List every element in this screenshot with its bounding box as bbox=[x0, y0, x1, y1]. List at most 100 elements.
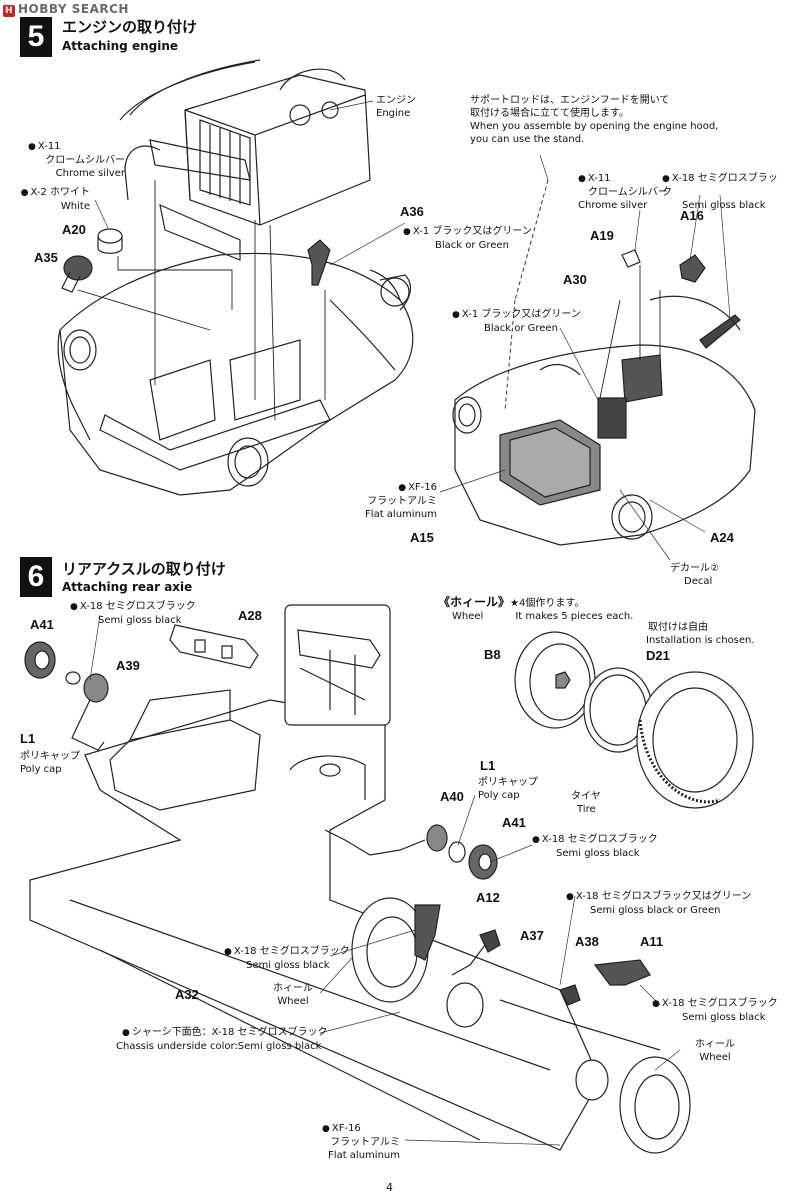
paint-code: X-1 bbox=[412, 226, 430, 237]
wheel-section-qty-en: It makes 5 pieces each. bbox=[515, 611, 634, 622]
part-label-d21: D21 bbox=[646, 648, 670, 663]
bullet-icon: ● bbox=[652, 999, 660, 1009]
part-label-a37: A37 bbox=[520, 928, 544, 943]
axle-right-drawing bbox=[325, 825, 497, 879]
part-a39-drawing bbox=[72, 674, 108, 750]
part-a19-drawing bbox=[622, 250, 640, 267]
paint-x18-label-b: ●X-18 セミグロスブラック Semi gloss black bbox=[532, 833, 658, 860]
bullet-icon: ● bbox=[452, 310, 460, 320]
installation-jp: 取付けは自由 bbox=[648, 622, 708, 633]
detail-inset-drawing bbox=[285, 605, 390, 725]
paint-code: XF-16 bbox=[331, 1123, 361, 1134]
support-rod-dashed bbox=[505, 180, 548, 410]
paint-code: X-18 bbox=[79, 601, 103, 612]
paint-jp: セミグロスブラック bbox=[259, 946, 350, 957]
part-label-b8: B8 bbox=[484, 647, 501, 662]
chassis-jp: シャーシ下面色：X-18 セミグロスブラック bbox=[131, 1027, 328, 1038]
bullet-icon: ● bbox=[532, 835, 540, 845]
paint-jp: セミグロスブラック又はグリーン bbox=[601, 891, 752, 902]
part-label-a40: A40 bbox=[440, 789, 464, 804]
engine-label-jp: エンジン bbox=[376, 95, 416, 106]
part-label-a41-right: A41 bbox=[502, 815, 526, 830]
decal-jp: デカール② bbox=[670, 563, 719, 574]
paint-code: X-11 bbox=[37, 141, 61, 152]
bullet-icon: ● bbox=[398, 483, 407, 493]
watermark-logo-icon: H bbox=[3, 5, 15, 17]
part-a36-drawing bbox=[308, 240, 330, 285]
tire-label: タイヤ Tire bbox=[571, 790, 601, 816]
wheel-en: Wheel bbox=[277, 996, 309, 1007]
paint-xf16-label-step6: ●XF-16 フラットアルミ Flat aluminum bbox=[310, 1122, 400, 1162]
paint-en: Semi gloss black bbox=[682, 200, 766, 211]
paint-code: X-18 bbox=[671, 173, 695, 184]
paint-code: X-18 bbox=[541, 834, 565, 845]
paint-x1-label-a: ●X-1 ブラック又はグリーン Black or Green bbox=[403, 225, 532, 252]
bullet-icon: ● bbox=[20, 188, 29, 198]
paint-en: Semi gloss black bbox=[556, 848, 640, 859]
part-label-a41: A41 bbox=[30, 617, 54, 632]
paint-jp: セミグロスブラック bbox=[567, 834, 658, 845]
lower-wheels-drawing bbox=[352, 898, 690, 1153]
chassis-underside-note: ●シャーシ下面色：X-18 セミグロスブラック Chassis undersid… bbox=[116, 1026, 328, 1053]
support-note-en-2: you can use the stand. bbox=[470, 134, 585, 145]
paint-jp: フラットアルミ bbox=[330, 1137, 400, 1148]
car-body-left-drawing bbox=[58, 253, 413, 495]
polycap-jp: ポリキャップ bbox=[478, 777, 538, 788]
part-label-a28: A28 bbox=[238, 608, 262, 623]
part-label-l1: L1 bbox=[20, 731, 36, 746]
polycap-en: Poly cap bbox=[20, 764, 62, 775]
paint-jp: クロームシルバー bbox=[588, 187, 668, 198]
paint-en: Black or Green bbox=[435, 240, 509, 251]
step-6-number: 6 bbox=[20, 557, 52, 597]
support-note-jp-1: サポートロッドは、エンジンフードを開いて bbox=[470, 95, 670, 106]
wheel-jp: ホィール bbox=[273, 983, 313, 994]
bullet-icon: ● bbox=[28, 142, 36, 152]
part-label-a12: A12 bbox=[476, 890, 500, 905]
paint-code: XF-16 bbox=[408, 482, 437, 493]
step-6-title-jp: リアアクスルの取り付け bbox=[62, 560, 226, 578]
wheel-label-right: ホィール Wheel bbox=[690, 1038, 740, 1064]
leader-lines bbox=[90, 101, 730, 1145]
paint-en: Black or Green bbox=[484, 323, 558, 334]
step-5-title-jp: エンジンの取り付け bbox=[62, 18, 198, 36]
watermark-text: HOBBY SEARCH bbox=[18, 2, 129, 16]
bullet-icon: ● bbox=[224, 947, 232, 957]
polycap-label-left: ポリキャップ Poly cap bbox=[20, 750, 80, 776]
bullet-icon: ● bbox=[322, 1124, 330, 1134]
engine-label: エンジン Engine bbox=[376, 94, 416, 120]
part-a20-drawing bbox=[98, 229, 122, 253]
polycap-label-right: ポリキャップ Poly cap bbox=[478, 776, 538, 802]
decal-label: デカール② Decal bbox=[670, 562, 719, 588]
part-label-l1-right: L1 bbox=[480, 758, 496, 773]
paint-jp: セミグロスブラック bbox=[105, 601, 196, 612]
paint-x18-label-c: ●X-18 セミグロスブラック又はグリーン Semi gloss black o… bbox=[566, 890, 751, 917]
paint-x2-label: ●X-2 ホワイト White bbox=[20, 186, 90, 213]
support-note-en-1: When you assemble by opening the engine … bbox=[470, 121, 719, 132]
part-a16-drawing bbox=[680, 255, 705, 282]
wheel-assembly-drawing bbox=[515, 632, 753, 808]
bullet-icon: ● bbox=[122, 1028, 130, 1038]
part-label-a30: A30 bbox=[563, 272, 587, 287]
engine-label-en: Engine bbox=[376, 108, 411, 119]
paint-jp: セミグロスブラック bbox=[662, 173, 778, 198]
support-rod-note: サポートロッドは、エンジンフードを開いて 取付ける場合に立てて使用します。 Wh… bbox=[470, 94, 718, 146]
paint-jp: フラットアルミ bbox=[367, 496, 437, 507]
paint-code: X-18 bbox=[661, 998, 685, 1009]
paint-code: X-1 bbox=[461, 309, 479, 320]
paint-code: X-2 bbox=[30, 187, 47, 198]
part-label-a39: A39 bbox=[116, 658, 140, 673]
paint-jp: セミグロスブラック bbox=[687, 998, 778, 1009]
bullet-icon: ● bbox=[70, 602, 78, 612]
wheel-jp: ホィール bbox=[695, 1039, 735, 1050]
bullet-icon: ● bbox=[403, 227, 411, 237]
polycap-en: Poly cap bbox=[478, 790, 520, 801]
part-a35-drawing bbox=[62, 256, 92, 292]
bullet-icon: ● bbox=[566, 892, 574, 902]
paint-x18-label-a: ●X-18 セミグロスブラック Semi gloss black bbox=[70, 600, 196, 627]
paint-jp: ホワイト bbox=[50, 187, 90, 198]
paint-jp: クロームシルバー bbox=[45, 155, 125, 166]
paint-en: Semi gloss black or Green bbox=[590, 905, 721, 916]
paint-en: Semi gloss black bbox=[682, 1012, 766, 1023]
